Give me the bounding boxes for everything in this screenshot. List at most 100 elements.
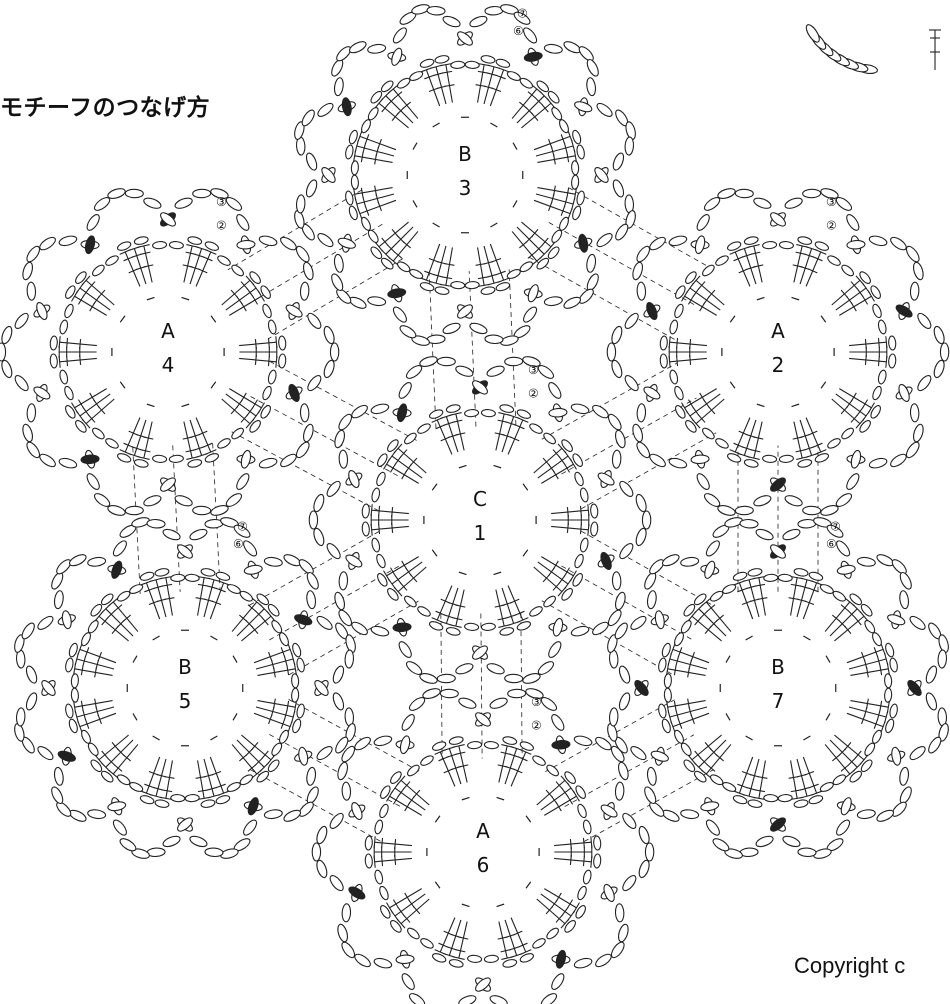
stitch-post xyxy=(791,760,798,798)
chain-stitch xyxy=(674,284,687,300)
chain-stitch xyxy=(648,452,668,469)
chain-stitch xyxy=(834,539,852,558)
chain-stitch xyxy=(365,836,373,851)
chain-stitch xyxy=(542,431,557,445)
stitch-post xyxy=(390,796,422,815)
chain-stitch xyxy=(779,455,794,463)
petal xyxy=(642,735,730,823)
chain-stitch xyxy=(315,825,329,845)
chain-stitch xyxy=(404,659,423,677)
chain-stitch xyxy=(591,620,611,637)
chain-stitch xyxy=(300,282,309,300)
chain-stitch xyxy=(315,744,334,762)
chain-stitch xyxy=(614,591,627,611)
stitch-crossbar xyxy=(865,355,866,365)
chain-stitch xyxy=(59,319,69,334)
stitch-post xyxy=(222,399,250,424)
chain-stitch xyxy=(162,834,182,848)
stitch-post xyxy=(144,422,152,458)
chain-stitch xyxy=(333,254,344,273)
chain-stitch xyxy=(336,761,349,781)
stitch-crossbar xyxy=(841,765,849,771)
chain-stitch xyxy=(784,494,804,508)
stitch-post xyxy=(372,526,409,529)
chain-stitch xyxy=(89,758,103,773)
chain-stitch xyxy=(259,404,272,420)
chain-stitch xyxy=(938,650,947,668)
stitch-post xyxy=(537,780,565,805)
chain-stitch xyxy=(695,213,712,233)
chain-stitch xyxy=(502,958,517,968)
chain-stitch xyxy=(446,404,461,414)
chain-stitch xyxy=(255,769,270,783)
petal xyxy=(825,552,913,640)
stitch-crossbar xyxy=(382,856,383,866)
chain-stitch xyxy=(134,458,149,468)
chain-stitch xyxy=(519,76,535,90)
chain-stitch xyxy=(752,494,772,508)
chain-stitch xyxy=(617,923,630,943)
chain-stitch xyxy=(187,458,202,468)
stitch-crossbar xyxy=(567,900,572,909)
chain-stitch xyxy=(612,572,621,590)
chain-stitch xyxy=(36,614,55,632)
chain-stitch xyxy=(762,455,777,463)
stitch-post xyxy=(534,567,562,592)
chain-stitch xyxy=(610,359,624,379)
chain-stitch xyxy=(68,552,88,568)
chain-stitch xyxy=(585,58,601,78)
stitch-post xyxy=(229,389,261,408)
chain-stitch xyxy=(764,574,778,582)
chain-stitch xyxy=(406,926,421,940)
chain-stitch xyxy=(552,740,571,750)
chain-stitch xyxy=(379,904,392,920)
chain-stitch xyxy=(595,101,614,119)
stitch-crossbar xyxy=(394,92,402,98)
stitch-post xyxy=(375,842,412,845)
petal xyxy=(232,735,320,823)
stitch-crossbar xyxy=(542,238,548,246)
stitch-crossbar xyxy=(248,605,256,611)
chain-stitch xyxy=(797,236,812,246)
chain-stitch xyxy=(87,809,106,820)
stitch-crossbar xyxy=(102,751,108,759)
stitch-crossbar xyxy=(123,615,131,621)
chain-stitch xyxy=(563,919,577,934)
chain-stitch xyxy=(362,522,370,537)
stitch-post xyxy=(830,740,857,767)
chain-stitch xyxy=(623,373,641,392)
center-ring-mark xyxy=(211,382,216,388)
chain-stitch xyxy=(620,811,638,830)
chain-stitch xyxy=(306,590,317,609)
stitch-crossbar xyxy=(707,765,715,771)
center-ring-mark xyxy=(182,404,190,406)
stitch-crossbar xyxy=(556,802,561,811)
round-marker: ② xyxy=(528,387,539,401)
motif-type-label: C xyxy=(473,487,487,511)
center-ring-mark xyxy=(133,656,137,663)
chain-stitch xyxy=(661,552,681,568)
chain-stitch xyxy=(171,574,185,582)
partial-motif-top-right xyxy=(804,23,941,75)
chain-stitch xyxy=(702,491,721,509)
petal xyxy=(21,383,114,470)
chain-stitch xyxy=(258,457,278,470)
chain-stitch xyxy=(591,403,611,420)
stitch-crossbar xyxy=(690,339,691,349)
chain-stitch xyxy=(793,568,808,578)
chain-stitch xyxy=(87,556,106,567)
chain-stitch xyxy=(400,713,417,733)
chain-stitch xyxy=(464,623,479,631)
chain-stitch xyxy=(312,843,320,861)
chain-stitch xyxy=(24,665,38,685)
chain-stitch xyxy=(53,767,64,786)
stitch-post xyxy=(544,889,576,908)
center-ring-mark xyxy=(459,465,467,467)
chain-stitch xyxy=(889,452,909,469)
stitch-crossbar xyxy=(90,393,95,402)
chain-stitch xyxy=(189,527,209,541)
chain-stitch xyxy=(341,97,352,116)
chain-stitch xyxy=(571,572,584,588)
center-ring-mark xyxy=(726,713,730,720)
stitch-post xyxy=(456,414,464,450)
